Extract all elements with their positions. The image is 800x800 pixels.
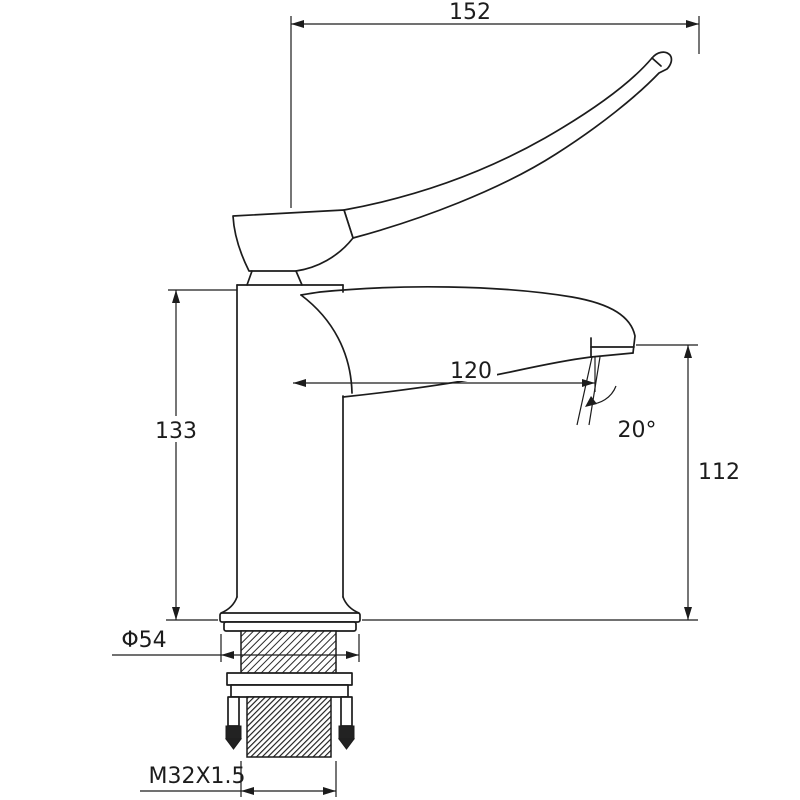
fixing-screw-right <box>338 696 355 750</box>
upper-thread <box>240 630 337 675</box>
screw-tip <box>338 738 355 750</box>
dimension-phi54-label: Φ54 <box>121 628 166 653</box>
arrowhead-icon <box>221 651 234 659</box>
arrowhead-icon <box>241 787 254 795</box>
arrowhead-icon <box>323 787 336 795</box>
text-mask <box>150 416 202 442</box>
dimension-120-label: 120 <box>450 359 492 384</box>
arrowhead-icon <box>684 607 692 620</box>
base-plate-upper <box>219 612 361 623</box>
dimension-m32-label: M32X1.5 <box>148 764 245 789</box>
dimension-angle-20: 20° <box>618 418 657 443</box>
mounting-hardware <box>225 630 355 758</box>
aerator <box>590 337 635 358</box>
spray-line-left <box>576 356 593 426</box>
lever <box>343 51 673 239</box>
spout-top-edge <box>300 285 636 354</box>
arrowhead-icon <box>172 290 180 303</box>
arrowhead-icon <box>686 20 699 28</box>
screw-tip <box>225 738 242 750</box>
arrowhead-icon <box>172 607 180 620</box>
screw-shaft <box>227 696 240 727</box>
handle-neck-left <box>246 270 253 286</box>
handle-block <box>232 209 354 286</box>
arrowhead-icon <box>293 379 306 387</box>
dimension-angle-label: 20° <box>618 418 657 443</box>
angle-arrowhead-icon <box>585 396 597 407</box>
screw-nut <box>338 725 355 740</box>
aerator-bottom-edge <box>590 352 634 358</box>
dimension-m32: M32X1.5 <box>140 761 337 797</box>
flare-right <box>342 596 360 614</box>
lever-tip-notch <box>651 57 662 67</box>
dimension-120: 120 <box>293 356 596 392</box>
spout-sculpt-curve <box>300 294 353 394</box>
mounting-nut-lower <box>230 684 349 698</box>
arrowhead-icon <box>684 345 692 358</box>
mounting-nut-upper <box>226 672 353 686</box>
faucet <box>219 51 673 758</box>
arrowhead-icon <box>582 379 595 387</box>
arrowhead-icon <box>346 651 359 659</box>
handle-block-outline <box>232 209 354 272</box>
fixing-screw-left <box>225 696 242 750</box>
dimension-phi54: Φ54 <box>112 628 360 662</box>
lever-outline <box>343 51 673 239</box>
dimension-133: 133 <box>150 289 237 621</box>
dimension-112-label: 112 <box>698 460 740 485</box>
dimension-133-label: 133 <box>155 419 197 444</box>
handle-neck-right <box>295 270 303 286</box>
base-plate-lower <box>223 621 357 632</box>
dimension-152: 152 <box>290 0 700 208</box>
screw-nut <box>225 725 242 740</box>
spray-angle-indicator <box>576 356 617 426</box>
screw-shaft <box>340 696 353 727</box>
lower-thread <box>246 696 332 758</box>
text-mask <box>443 1 497 22</box>
text-mask <box>445 358 497 381</box>
body-column <box>236 284 344 598</box>
base-flange <box>219 596 361 632</box>
flare-left <box>220 596 238 614</box>
dimension-112: 112 <box>362 344 740 621</box>
dimension-152-label: 152 <box>449 0 491 25</box>
arrowhead-icon <box>291 20 304 28</box>
